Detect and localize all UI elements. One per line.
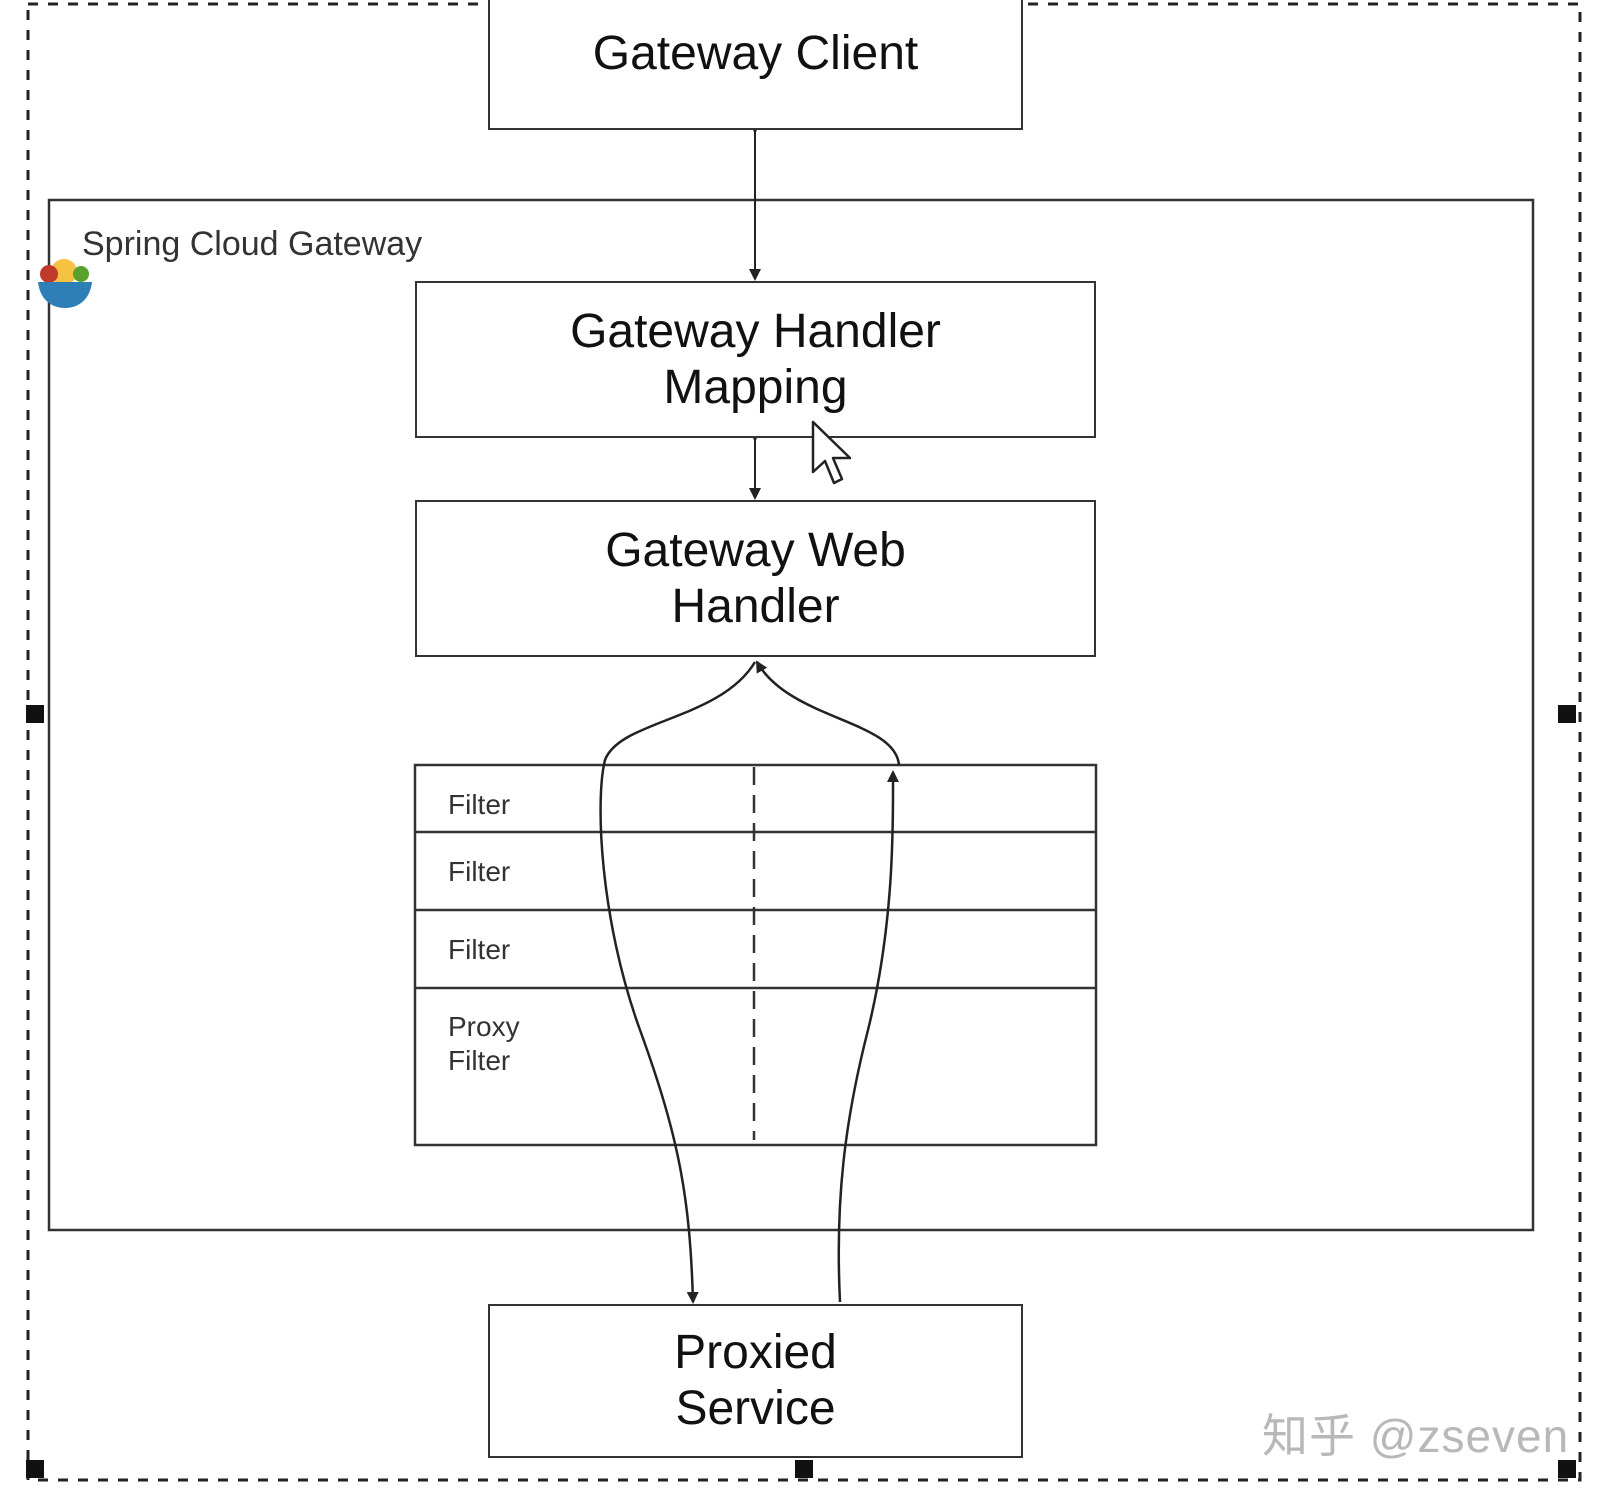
request-flow-path bbox=[599, 661, 757, 1304]
spring-cloud-gateway-container bbox=[47, 198, 1535, 1232]
resize-handle-bottom-right[interactable] bbox=[1558, 1460, 1576, 1478]
response-flow-path bbox=[837, 770, 900, 1303]
mouse-pointer-icon bbox=[811, 420, 852, 485]
gateway-handler-mapping-box: Gateway Handler Mapping bbox=[415, 281, 1096, 438]
resize-handle-bottom[interactable] bbox=[795, 1460, 813, 1478]
resize-handle-bottom-left[interactable] bbox=[26, 1460, 44, 1478]
gateway-web-handler-label: Gateway Web Handler bbox=[605, 523, 906, 633]
gateway-web-handler-box: Gateway Web Handler bbox=[415, 500, 1096, 657]
resize-handle-right[interactable] bbox=[1558, 705, 1576, 723]
spring-cloud-gateway-label: Spring Cloud Gateway bbox=[82, 225, 423, 263]
gateway-handler-mapping-label: Gateway Handler Mapping bbox=[570, 304, 941, 414]
proxy-filter-label: Proxy Filter bbox=[448, 1011, 520, 1076]
resize-handle-left[interactable] bbox=[26, 705, 44, 723]
filter-label-2: Filter bbox=[448, 856, 511, 887]
filter-label-1: Filter bbox=[448, 789, 511, 820]
filter-chain-table bbox=[413, 763, 1098, 1147]
filter-label-3: Filter bbox=[448, 934, 511, 965]
gateway-client-box: Gateway Client bbox=[488, 0, 1023, 130]
gateway-client-label: Gateway Client bbox=[592, 27, 919, 80]
fruit-bowl-icon bbox=[38, 259, 92, 308]
proxied-service-box: Proxied Service bbox=[488, 1304, 1023, 1458]
proxied-service-label: Proxied Service bbox=[674, 1326, 837, 1435]
watermark: 知乎 @zseven bbox=[1262, 1410, 1570, 1462]
selection-frame bbox=[26, 2, 1582, 1482]
response-flow-return bbox=[755, 660, 901, 766]
